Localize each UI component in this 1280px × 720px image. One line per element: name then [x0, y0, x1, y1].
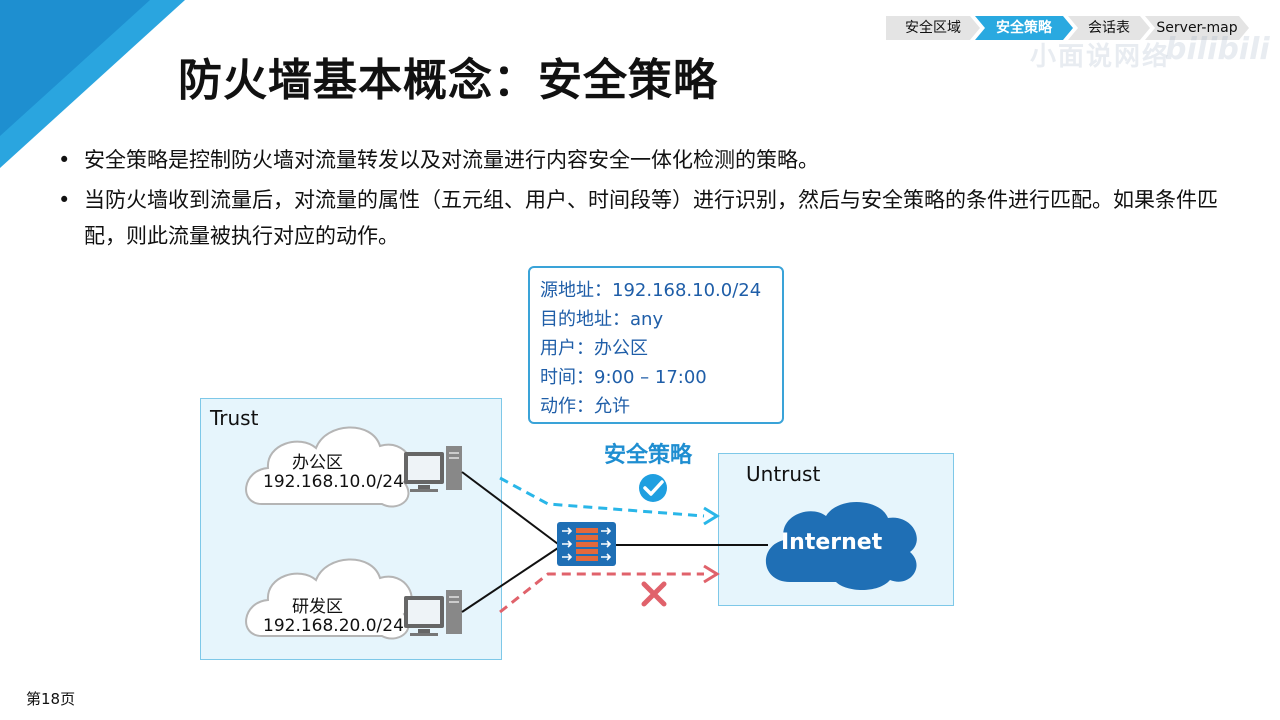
policy-row-source: 源地址：192.168.10.0/24: [540, 276, 772, 305]
allow-flow-arrow: [499, 476, 720, 526]
policy-condition-box: 源地址：192.168.10.0/24 目的地址：any 用户：办公区 时间：9…: [528, 266, 784, 424]
office-pc-icon: [404, 446, 462, 492]
breadcrumb-item-security-policy[interactable]: 安全策略: [975, 16, 1073, 40]
bullet-marker: •: [58, 188, 71, 212]
policy-value: 允许: [594, 396, 630, 417]
office-zone-name: 办公区: [292, 453, 343, 473]
office-subnet: 192.168.10.0/24: [263, 472, 404, 492]
check-circle-icon: [639, 474, 667, 502]
bullet-marker: •: [58, 148, 71, 172]
office-link: [461, 471, 559, 545]
policy-row-time: 时间：9:00 – 17:00: [540, 363, 772, 392]
corner-decoration: [0, 0, 185, 168]
trust-zone-label: Trust: [210, 406, 259, 430]
policy-row-user: 用户：办公区: [540, 334, 772, 363]
rnd-zone-name: 研发区: [292, 597, 343, 617]
policy-key: 用户：: [540, 338, 594, 359]
policy-key: 时间：: [540, 367, 594, 388]
page-number: 第18页: [26, 690, 76, 708]
policy-value: 办公区: [594, 338, 648, 359]
rnd-link: [461, 547, 559, 613]
untrust-zone-label: Untrust: [746, 462, 821, 486]
security-policy-label: 安全策略: [604, 443, 693, 468]
breadcrumb-item-security-zone[interactable]: 安全区域: [886, 16, 980, 40]
policy-value: any: [630, 309, 664, 330]
policy-value: 9:00 – 17:00: [594, 367, 707, 388]
cross-icon: [641, 581, 667, 607]
firewall-icon: [557, 522, 616, 566]
watermark-brand: bilibili: [1165, 32, 1270, 67]
rnd-pc-icon: [404, 590, 462, 636]
bullet-list: • 安全策略是控制防火墙对流量转发以及对流量进行内容安全一体化检测的策略。 • …: [58, 142, 1238, 258]
breadcrumb-item-session-table[interactable]: 会话表: [1068, 16, 1150, 40]
policy-key: 动作：: [540, 396, 594, 417]
internet-cloud-icon: [765, 501, 917, 590]
policy-row-destination: 目的地址：any: [540, 305, 772, 334]
policy-row-action: 动作：允许: [540, 392, 772, 421]
bullet-item: • 当防火墙收到流量后，对流量的属性（五元组、用户、时间段等）进行识别，然后与安…: [58, 182, 1238, 254]
rnd-subnet: 192.168.20.0/24: [263, 616, 404, 636]
policy-key: 源地址：: [540, 280, 612, 301]
bullet-text: 安全策略是控制防火墙对流量转发以及对流量进行内容安全一体化检测的策略。: [84, 148, 819, 172]
watermark-text: 小面说网络: [1030, 42, 1171, 72]
bullet-item: • 安全策略是控制防火墙对流量转发以及对流量进行内容安全一体化检测的策略。: [58, 142, 1238, 178]
page-title: 防火墙基本概念：安全策略: [178, 55, 718, 106]
internet-label: Internet: [781, 530, 883, 555]
breadcrumb-item-server-map[interactable]: Server-map: [1145, 16, 1249, 40]
policy-value: 192.168.10.0/24: [612, 280, 762, 301]
policy-key: 目的地址：: [540, 309, 630, 330]
bullet-text: 当防火墙收到流量后，对流量的属性（五元组、用户、时间段等）进行识别，然后与安全策…: [84, 188, 1218, 248]
deny-flow-arrow: [499, 564, 720, 614]
